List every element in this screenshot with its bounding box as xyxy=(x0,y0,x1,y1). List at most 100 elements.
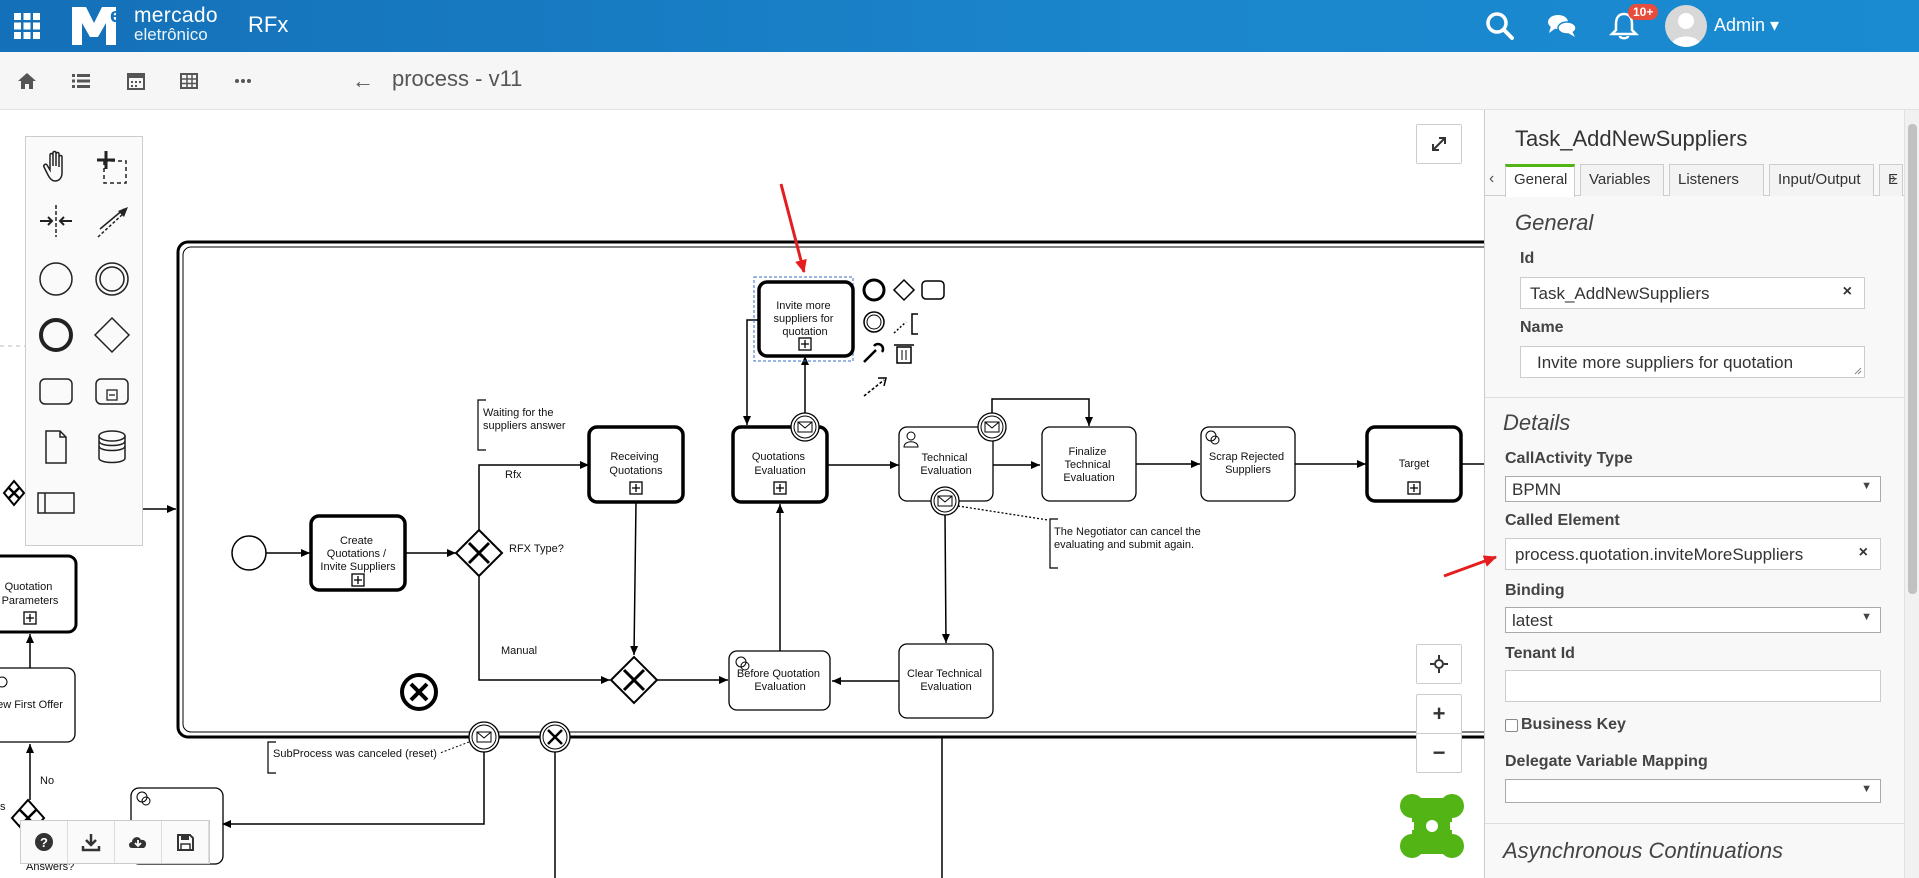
properties-panel: Task_AddNewSuppliers ‹ General Variables… xyxy=(1484,110,1904,878)
avatar[interactable] xyxy=(1665,5,1707,47)
task-new-first-offer[interactable] xyxy=(0,667,76,743)
bpmn-diagram[interactable]: Quotation Parameters ew First Offer No s… xyxy=(0,110,1484,878)
business-key-row: Business Key xyxy=(1505,716,1626,734)
table-icon[interactable] xyxy=(178,70,200,92)
task-finalize-technical-evaluation-label: Finalize Technical Evaluation xyxy=(1063,446,1114,484)
tab-input-output[interactable]: Input/Output xyxy=(1769,164,1874,196)
delegate-mapping-select[interactable]: ▼ xyxy=(1505,779,1881,803)
id-label: Id xyxy=(1520,250,1535,267)
logo-line-1: mercado xyxy=(134,4,218,27)
chevron-down-icon: ▼ xyxy=(1861,783,1872,795)
zoom-out-button[interactable]: − xyxy=(1416,733,1462,773)
task-clear-technical-evaluation-label: Clear Technical Evaluation xyxy=(907,668,985,693)
svg-text:?: ? xyxy=(40,835,48,850)
cloud-download-button[interactable] xyxy=(115,821,162,863)
tab-listeners[interactable]: Listeners xyxy=(1669,164,1764,196)
more-icon[interactable] xyxy=(232,70,254,92)
bpmn-io-logo-icon[interactable] xyxy=(1398,792,1466,860)
create-intermediate-event-icon[interactable] xyxy=(90,257,134,301)
crosshair-icon xyxy=(1430,655,1448,673)
id-input-value: Task_AddNewSuppliers xyxy=(1530,284,1710,303)
group-general-title: General xyxy=(1515,210,1594,235)
tab-general[interactable]: General xyxy=(1505,164,1575,197)
save-floppy-icon xyxy=(177,834,194,851)
user-silhouette-icon xyxy=(1671,13,1701,47)
scrollbar-thumb[interactable] xyxy=(1908,124,1917,594)
context-pad[interactable] xyxy=(862,278,945,397)
append-end-event-icon[interactable] xyxy=(862,278,886,302)
tabs-scroll-right-icon[interactable]: › xyxy=(1891,170,1897,187)
append-gateway-icon[interactable] xyxy=(892,278,916,302)
tool-palette xyxy=(25,136,143,546)
download-button[interactable] xyxy=(68,821,115,863)
tabs-scroll-left-icon[interactable]: ‹ xyxy=(1489,170,1495,187)
help-icon: ? xyxy=(35,833,53,851)
called-element-input[interactable]: process.quotation.inviteMoreSuppliers × xyxy=(1505,538,1881,570)
create-start-event-icon[interactable] xyxy=(34,257,78,301)
calendar-icon[interactable] xyxy=(125,70,147,92)
create-data-object-icon[interactable] xyxy=(34,425,78,469)
divider xyxy=(1485,397,1904,398)
create-gateway-icon[interactable] xyxy=(90,313,134,357)
annotation-bracket xyxy=(267,741,276,774)
callactivity-type-select[interactable]: BPMN ▼ xyxy=(1505,476,1881,502)
list-icon[interactable] xyxy=(70,70,92,92)
app-grid-icon[interactable] xyxy=(14,13,40,39)
change-type-wrench-icon[interactable] xyxy=(863,342,885,363)
toolbar: ← process - v11 xyxy=(0,52,1919,110)
subprocess-container[interactable] xyxy=(176,240,1484,739)
help-button[interactable]: ? xyxy=(21,821,68,863)
annotation-waiting: Waiting for the suppliers answer xyxy=(483,407,566,432)
service-gear-icon xyxy=(0,676,8,688)
binding-select[interactable]: latest ▼ xyxy=(1505,607,1881,633)
space-tool-icon[interactable] xyxy=(34,199,78,243)
start-event[interactable] xyxy=(231,535,267,571)
connect-annotation-icon[interactable] xyxy=(893,321,907,334)
append-task-icon[interactable] xyxy=(921,280,945,300)
id-input[interactable]: Task_AddNewSuppliers × xyxy=(1520,277,1865,309)
business-key-checkbox[interactable] xyxy=(1505,718,1518,732)
fullscreen-button[interactable] xyxy=(1416,124,1462,164)
task-create-quotations-label: Create Quotations / Invite Suppliers xyxy=(320,535,396,573)
tab-extensions[interactable]: E xyxy=(1879,164,1903,196)
divider xyxy=(1485,823,1904,824)
create-end-event-icon[interactable] xyxy=(34,313,78,357)
resize-handle-icon[interactable] xyxy=(1854,367,1862,375)
create-data-store-icon[interactable] xyxy=(90,425,134,469)
properties-scrollbar[interactable] xyxy=(1904,110,1919,878)
chevron-down-icon: ▼ xyxy=(1861,480,1872,492)
flow-label-no: No xyxy=(40,775,54,787)
task-invite-more-suppliers[interactable] xyxy=(757,280,855,358)
task-quotation-parameters[interactable] xyxy=(0,554,78,634)
reset-view-button[interactable] xyxy=(1416,644,1462,684)
delete-trash-icon[interactable] xyxy=(894,344,914,364)
append-intermediate-event-icon[interactable] xyxy=(863,311,885,333)
create-pool-icon[interactable] xyxy=(34,481,78,525)
task-receiving-quotations-label: Receiving Quotations xyxy=(609,451,663,477)
brand-logo[interactable]: e mercado eletrônico xyxy=(70,3,218,47)
back-arrow-icon[interactable]: ← xyxy=(352,68,374,93)
tenant-id-input[interactable] xyxy=(1505,670,1881,702)
expand-icon xyxy=(1432,137,1446,151)
save-button[interactable] xyxy=(162,821,209,863)
create-subprocess-icon[interactable] xyxy=(90,369,134,413)
home-icon[interactable] xyxy=(16,70,38,92)
tab-variables[interactable]: Variables xyxy=(1580,164,1664,196)
chat-icon[interactable] xyxy=(1546,10,1578,42)
user-menu[interactable]: Admin ▾ xyxy=(1714,15,1780,35)
properties-tabs: ‹ General Variables Listeners Input/Outp… xyxy=(1485,162,1904,197)
clear-called-element-icon[interactable]: × xyxy=(1858,544,1868,561)
bpmn-canvas[interactable]: Quotation Parameters ew First Offer No s… xyxy=(0,110,1484,878)
connect-arrow-icon[interactable] xyxy=(863,379,885,397)
create-task-icon[interactable] xyxy=(34,369,78,413)
global-connect-tool-icon[interactable] xyxy=(90,199,134,243)
clear-id-icon[interactable]: × xyxy=(1842,283,1852,300)
zoom-in-button[interactable]: + xyxy=(1416,694,1462,734)
name-textarea[interactable]: Invite more suppliers for quotation xyxy=(1520,346,1865,378)
lasso-tool-icon[interactable] xyxy=(90,145,134,189)
download-icon xyxy=(81,834,101,852)
search-icon[interactable] xyxy=(1484,10,1516,42)
hand-tool-icon[interactable] xyxy=(34,145,78,189)
task-quotation-parameters-label: Quotation Parameters xyxy=(2,581,59,607)
